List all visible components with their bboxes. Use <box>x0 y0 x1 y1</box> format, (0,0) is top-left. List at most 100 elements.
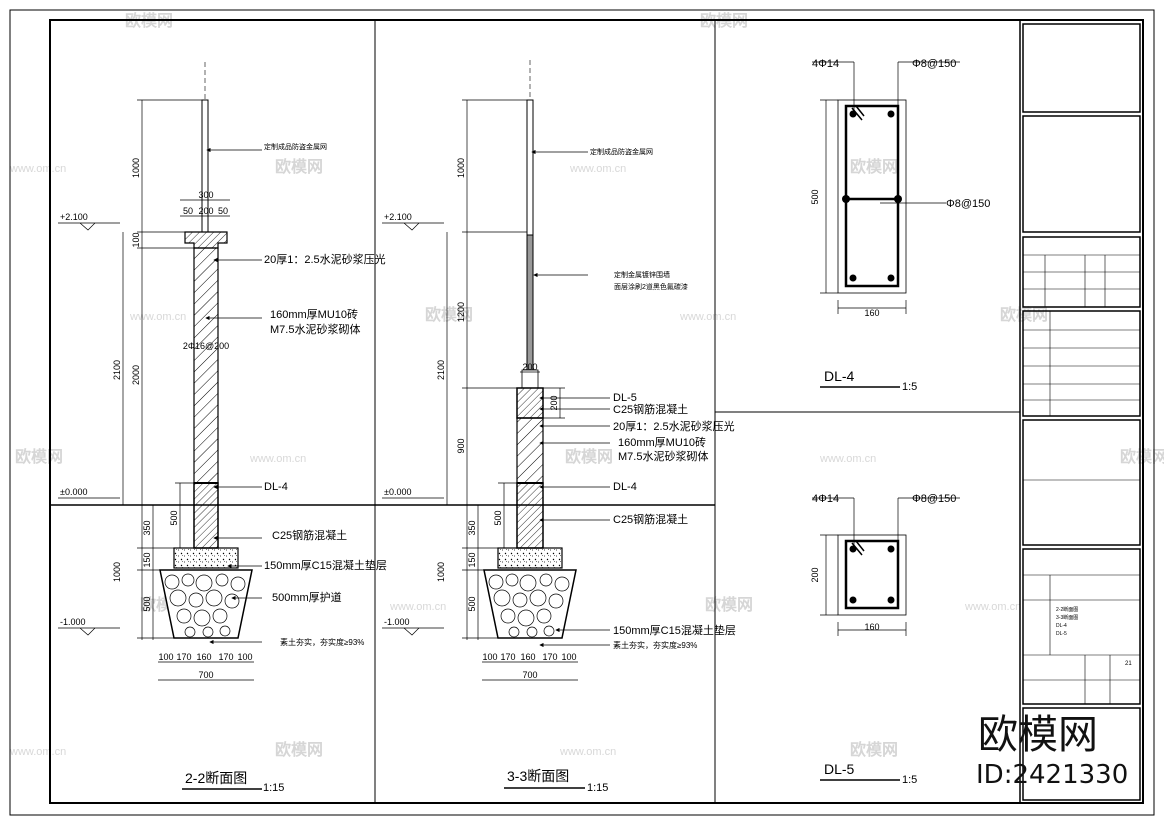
svg-text:170: 170 <box>500 652 515 662</box>
svg-text:定制成品防盗金属网: 定制成品防盗金属网 <box>590 147 653 156</box>
svg-text:欧模网: 欧模网 <box>850 740 898 759</box>
elevation-marks: +2.100 ±0.000 -1.000 <box>382 212 444 636</box>
svg-text:M7.5水泥砂浆砌体: M7.5水泥砂浆砌体 <box>618 449 708 463</box>
svg-text:DL-4: DL-4 <box>613 481 637 493</box>
metal-mesh-post <box>526 99 534 236</box>
svg-text:900: 900 <box>456 438 466 453</box>
svg-text:500: 500 <box>493 510 503 525</box>
svg-text:50: 50 <box>183 206 193 216</box>
left-dimension-values: 1000 1200 2100 900 350 150 500 1000 500 … <box>436 158 559 612</box>
svg-text:-1.000: -1.000 <box>60 617 86 627</box>
sheet-frame <box>9 9 1155 816</box>
svg-text:+2.100: +2.100 <box>60 212 88 222</box>
svg-text:欧模网: 欧模网 <box>275 740 323 759</box>
svg-text:www.om.cn: www.om.cn <box>559 746 616 758</box>
svg-text:DL-5: DL-5 <box>824 761 855 777</box>
svg-text:欧模网: 欧模网 <box>565 447 613 466</box>
section-2-2: 1000 100 2100 2000 350 150 500 1000 500 … <box>58 62 387 794</box>
callout-texts: 定制成品防盗金属网 定制金属镀锌围墙 面层涂刷2道黑色氟碳漆 DL-5 C25钢… <box>590 147 736 650</box>
svg-text:20厚1：2.5水泥砂浆压光: 20厚1：2.5水泥砂浆压光 <box>613 419 735 433</box>
svg-text:www.om.cn: www.om.cn <box>819 453 876 465</box>
svg-text:2100: 2100 <box>112 360 122 380</box>
svg-text:150: 150 <box>142 552 152 567</box>
bottom-dims: 100 170 160 170 100 700 <box>158 652 254 681</box>
svg-text:200: 200 <box>810 567 820 582</box>
svg-text:200: 200 <box>522 362 537 372</box>
svg-text:1:15: 1:15 <box>263 782 284 794</box>
svg-text:21: 21 <box>1125 661 1132 667</box>
svg-text:DL-5: DL-5 <box>1056 631 1067 637</box>
svg-text:200: 200 <box>549 395 559 410</box>
svg-text:4Φ14: 4Φ14 <box>812 58 839 70</box>
svg-text:C25钢筋混凝土: C25钢筋混凝土 <box>613 512 688 526</box>
svg-text:200: 200 <box>198 206 213 216</box>
stone-foundation <box>483 569 577 639</box>
svg-text:350: 350 <box>142 520 152 535</box>
rebar-dots <box>842 110 902 282</box>
svg-text:1000: 1000 <box>112 562 122 582</box>
elevation-marks: +2.100 ±0.000 -1.000 <box>58 212 120 636</box>
svg-text:欧模网: 欧模网 <box>978 712 1098 758</box>
svg-text:1200: 1200 <box>456 302 466 322</box>
svg-text:2Φ16@200: 2Φ16@200 <box>183 341 229 351</box>
svg-text:50: 50 <box>218 206 228 216</box>
svg-text:500: 500 <box>169 510 179 525</box>
title-block-list: 2-2断面图 3-3断面图 DL-4 DL-5 21 <box>1056 606 1132 667</box>
svg-text:160: 160 <box>196 652 211 662</box>
svg-text:700: 700 <box>522 670 537 680</box>
galvanized-fence-post <box>526 234 534 371</box>
svg-text:+2.100: +2.100 <box>384 212 412 222</box>
watermark-brand: 欧模网 欧模网 欧模网 欧模网 欧模网 欧模网 欧模网 欧模网 欧模网 欧模网 … <box>15 11 1164 759</box>
watermark-site: www.om.cn www.om.cn www.om.cn www.om.cn … <box>9 163 1021 758</box>
svg-text:欧模网: 欧模网 <box>850 157 898 176</box>
svg-text:170: 170 <box>176 652 191 662</box>
svg-text:1:5: 1:5 <box>902 774 917 786</box>
svg-text:2-2断面图: 2-2断面图 <box>185 770 247 786</box>
svg-text:700: 700 <box>198 670 213 680</box>
svg-text:160: 160 <box>864 622 879 632</box>
svg-text:100: 100 <box>237 652 252 662</box>
svg-text:100: 100 <box>561 652 576 662</box>
brand-logo: 欧模网 ID:2421330 <box>976 712 1128 790</box>
svg-text:500mm厚护道: 500mm厚护道 <box>272 590 342 604</box>
svg-text:±0.000: ±0.000 <box>60 487 87 497</box>
svg-text:M7.5水泥砂浆砌体: M7.5水泥砂浆砌体 <box>270 322 360 336</box>
svg-text:Φ8@150: Φ8@150 <box>912 493 956 505</box>
left-dimension-values: 1000 100 2100 2000 350 150 500 1000 500 <box>112 158 179 612</box>
svg-text:20厚1：2.5水泥砂浆压光: 20厚1：2.5水泥砂浆压光 <box>264 252 386 266</box>
svg-text:350: 350 <box>467 520 477 535</box>
svg-text:ID:2421330: ID:2421330 <box>976 760 1128 790</box>
svg-text:150mm厚C15混凝土垫层: 150mm厚C15混凝土垫层 <box>264 558 387 572</box>
svg-text:150: 150 <box>467 552 477 567</box>
svg-text:www.om.cn: www.om.cn <box>679 311 736 323</box>
svg-text:面层涂刷2道黑色氟碳漆: 面层涂刷2道黑色氟碳漆 <box>614 282 688 291</box>
svg-text:1000: 1000 <box>456 158 466 178</box>
svg-text:www.om.cn: www.om.cn <box>389 601 446 613</box>
svg-text:www.om.cn: www.om.cn <box>9 163 66 175</box>
brick-wall <box>516 417 544 484</box>
svg-text:DL-4: DL-4 <box>264 481 288 493</box>
beam-dl5 <box>516 387 544 419</box>
svg-text:100: 100 <box>158 652 173 662</box>
svg-text:Φ8@150: Φ8@150 <box>946 198 990 210</box>
svg-text:欧模网: 欧模网 <box>1000 305 1048 324</box>
svg-text:500: 500 <box>142 596 152 611</box>
wall-cap <box>184 231 228 249</box>
svg-text:2100: 2100 <box>436 360 446 380</box>
svg-text:欧模网: 欧模网 <box>15 447 63 466</box>
svg-text:2000: 2000 <box>131 365 141 385</box>
svg-text:4Φ14: 4Φ14 <box>812 493 839 505</box>
svg-text:Φ8@150: Φ8@150 <box>912 58 956 70</box>
svg-text:1:15: 1:15 <box>587 782 608 794</box>
left-dimension-lines <box>118 99 205 640</box>
svg-text:3-3断面图: 3-3断面图 <box>507 768 569 784</box>
section-3-3: 1000 1200 2100 900 350 150 500 1000 500 … <box>382 60 736 794</box>
svg-text:素土夯实，夯实度≥93%: 素土夯实，夯实度≥93% <box>613 640 697 650</box>
svg-text:160: 160 <box>520 652 535 662</box>
c15-pad <box>173 547 239 569</box>
callout-leaders <box>205 147 262 645</box>
svg-text:DL-4: DL-4 <box>1056 623 1067 629</box>
svg-text:-1.000: -1.000 <box>384 617 410 627</box>
dl5-detail: 4Φ14 Φ8@150 200 160 DL-5 1:5 <box>810 493 960 786</box>
